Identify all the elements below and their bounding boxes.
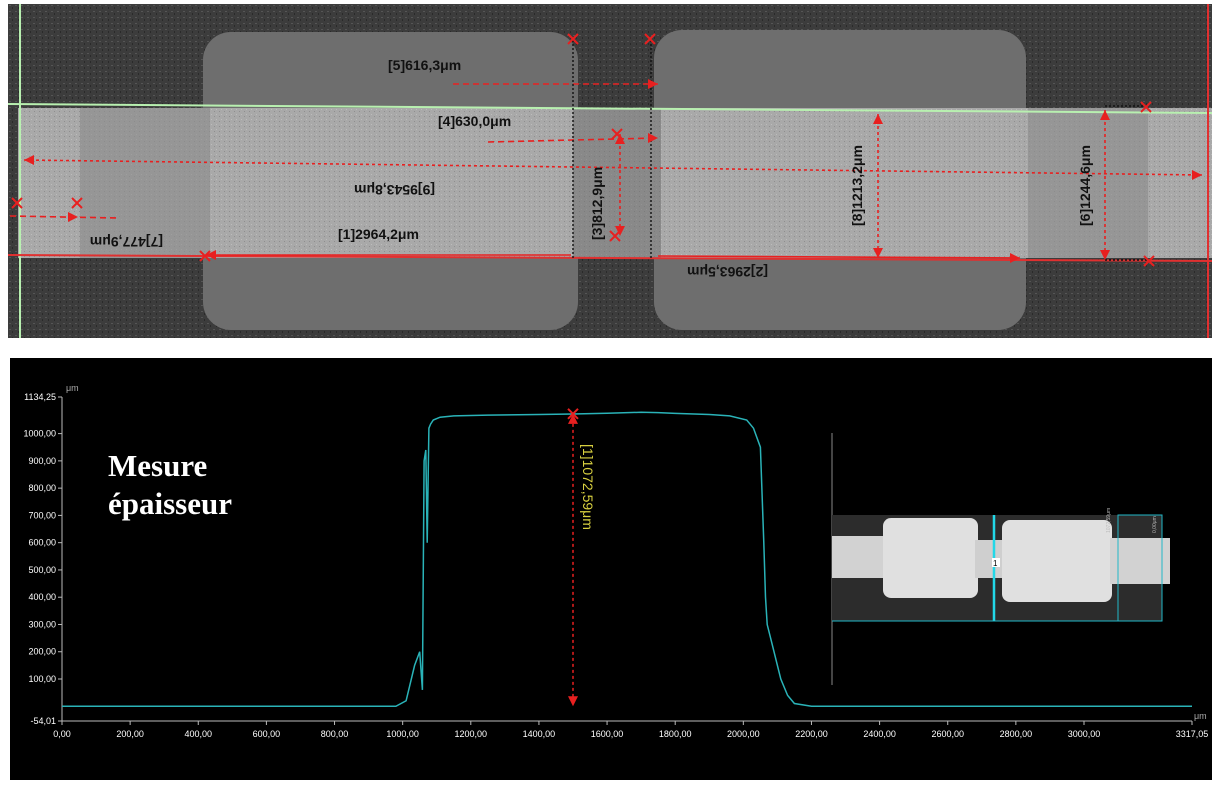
y-tick-label: 800,00 [28,483,56,493]
inset-shaft-right [1110,538,1170,584]
arrowhead-6-bottom [1100,250,1110,260]
y-tick-label: 200,00 [28,647,56,657]
y-tick-label: 700,00 [28,510,56,520]
dim-2-line [657,255,1021,259]
inset-shaft-left [832,536,887,578]
x-tick-label: 800,00 [321,729,349,739]
measurement-label-1: [1]2964,2μm [338,226,419,242]
arrowhead-3-top [615,134,625,144]
inset-marker: 1 [993,559,998,568]
arrowheads [24,79,1202,263]
neck-overlay [573,108,661,258]
y-tick-label: 300,00 [28,619,56,629]
x-tick-label: 3000,00 [1068,729,1101,739]
measurement-label-3: [3]812,9μm [589,167,605,240]
x-tick-label: 2200,00 [795,729,828,739]
reference-line-top [8,103,1212,114]
chart-annotation [567,408,579,707]
dim-9-line [23,159,1203,176]
x-marker [644,33,656,45]
shaft-segment-right [1028,108,1148,258]
measurement-label-8: [8]1213,2μm [849,145,865,226]
thickness-arrowhead-bottom [567,696,578,707]
measurement-label-7: [7]477,9μm [90,234,163,250]
thickness-arrowhead-top [567,413,578,424]
x-tick-label: 400,00 [185,729,213,739]
extension-lines [572,40,1148,261]
dim-7-line [9,215,119,219]
chart-ticks: -54,01 100,00 200,00 300,00 400,00 500,00 600,… [23,392,1208,739]
measurement-label-4: [4]630,0μm [438,113,511,129]
thickness-profile-panel: μm μm -54,01 100,00 200,00 300,00 400,00 500,0… [10,358,1212,780]
y-tick-label: -54,01 [30,716,56,726]
y-tick-label: 500,00 [28,565,56,575]
x-marker [1140,101,1152,113]
x-marker [11,197,23,209]
x-tick-label: 1400,00 [523,729,556,739]
arrowhead-9-left [24,155,34,165]
arrowhead-4 [648,133,658,143]
arrowhead-1 [206,250,216,260]
measurement-label-9: [9]9543,8μm [354,182,435,198]
chart-series [62,411,1192,708]
arrowhead-8-bottom [873,248,883,258]
y-tick-label: 400,00 [28,592,56,602]
inset-neck [975,540,1005,578]
x-marker [611,128,623,140]
microscope-image: [5]616,3μm [4]630,0μm [1]2964,2μm [9]954… [8,4,1212,338]
measurement-label-2: [2]2963,5μm [687,264,768,280]
inset-label-2: 0,00μm [1152,516,1158,533]
microscope-canvas: [5]616,3μm [4]630,0μm [1]2964,2μm [9]954… [8,4,1212,338]
arrowhead-7 [68,212,78,222]
inset-body-right [1002,520,1112,602]
x-tick-label: 1800,00 [659,729,692,739]
measurement-label-6: [6]1244,6μm [1077,145,1093,226]
profile-title-line1: Mesure [108,448,208,483]
chart-axes: μm μm [61,383,1207,722]
x-marker [1143,255,1155,267]
y-tick-label: 100,00 [28,674,56,684]
x-tick-label: 2400,00 [863,729,896,739]
x-tick-label: 1600,00 [591,729,624,739]
y-tick-label: 1134,25 [24,392,56,402]
x-tick-label: 2000,00 [727,729,760,739]
x-marker [199,250,211,262]
profile-chart: μm μm -54,01 100,00 200,00 300,00 400,00 500,0… [23,383,1208,739]
x-axis-unit: μm [1194,711,1207,721]
profile-line [62,411,1192,708]
profile-title: Mesure épaisseur [108,447,232,523]
y-tick-label: 1000,00 [23,429,56,439]
inset-marker-box [992,558,1000,567]
x-tick-label: 0,00 [53,729,71,739]
dimension-lines [9,83,1203,260]
x-marker [71,197,83,209]
x-tick-label: 3317,05 [1176,729,1209,739]
x-marker [609,230,621,242]
arrowhead-6-top [1100,110,1110,120]
profile-title-line2: épaisseur [108,486,232,521]
inset-thumbnail: 1 1072,59μm 0,00μm [831,433,1170,685]
y-tick-label: 900,00 [28,456,56,466]
shaft-segment-left [80,108,210,258]
x-tick-label: 2800,00 [1000,729,1033,739]
x-markers [11,33,1155,267]
x-tick-label: 1200,00 [455,729,488,739]
inset-body-left [883,518,978,598]
x-marker [567,33,579,45]
thickness-x-marker [567,408,579,420]
arrowhead-8-top [873,114,883,124]
measurement-label-5: [5]616,3μm [388,57,461,73]
x-tick-label: 600,00 [253,729,281,739]
arrowhead-9-right [1192,170,1202,180]
x-tick-label: 200,00 [116,729,144,739]
arrowhead-2 [1010,253,1020,263]
y-tick-label: 600,00 [28,538,56,548]
x-tick-label: 2600,00 [931,729,964,739]
inset-label-1: 1072,59μm [1106,508,1112,533]
y-axis-unit: μm [66,383,79,393]
x-tick-label: 1000,00 [386,729,419,739]
thickness-measurement-label: [1]1072,59μm [580,444,596,530]
arrowhead-5 [648,79,658,89]
